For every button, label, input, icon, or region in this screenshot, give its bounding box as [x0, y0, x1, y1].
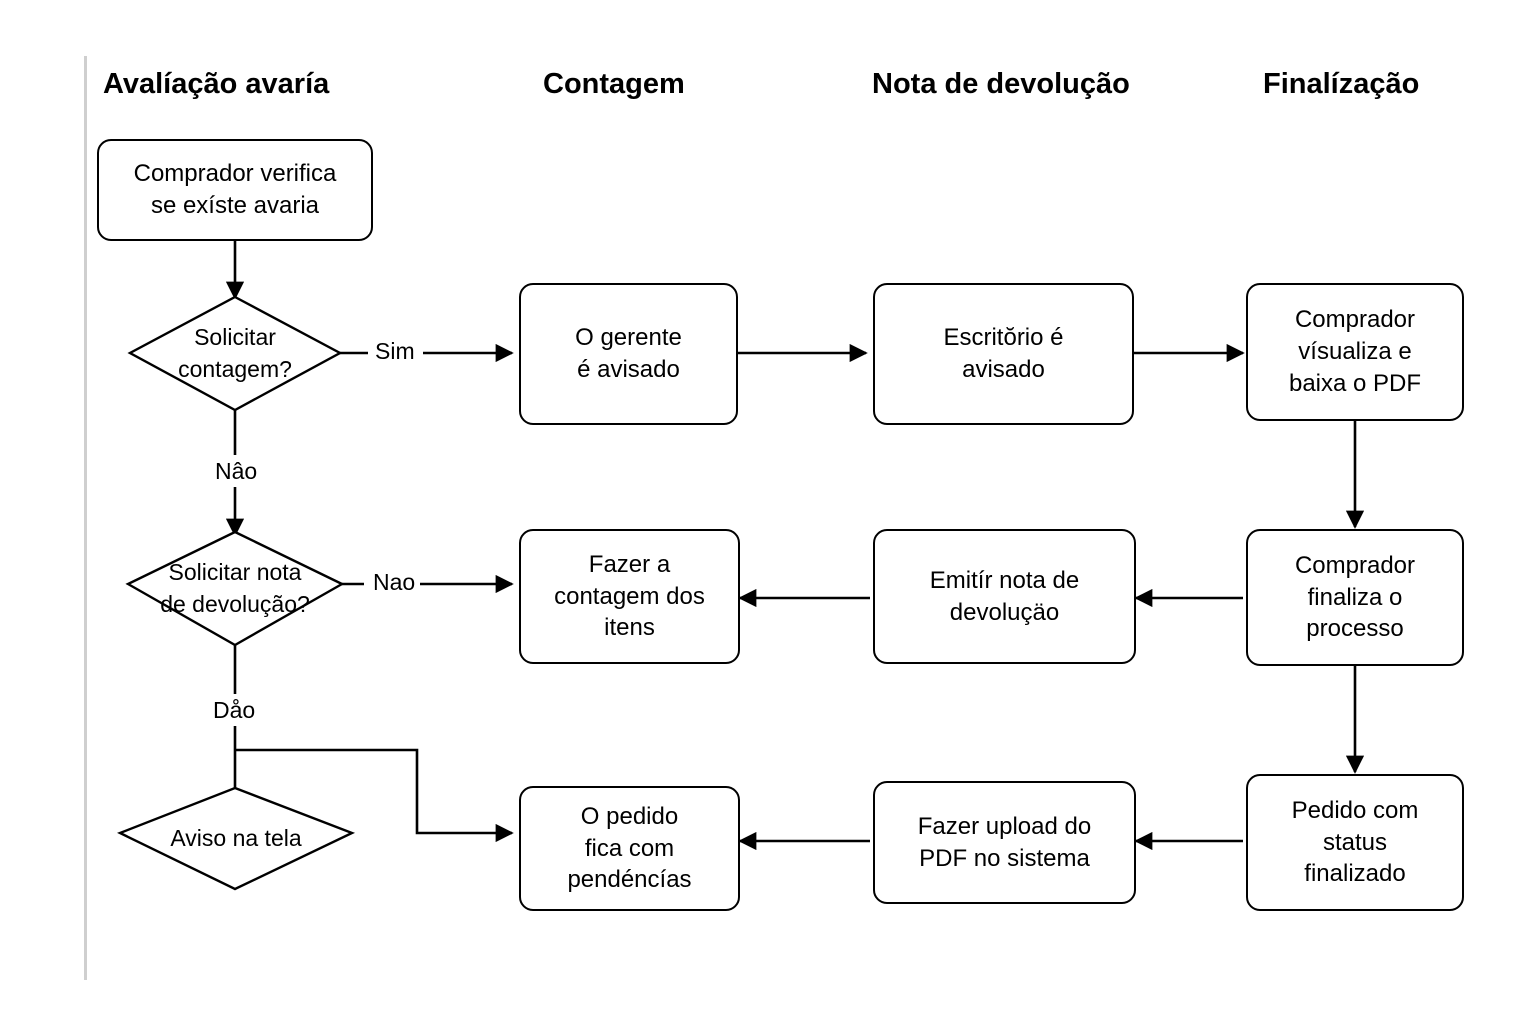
- node-comprador-finaliza[interactable]: Comprador finaliza o processo: [1246, 529, 1464, 666]
- node-comprador-visualiza-label: Comprador vísualiza e baixa o PDF: [1288, 306, 1422, 397]
- edge-label-nao-circunflexo: Nâo: [213, 458, 260, 485]
- decision-aviso-na-tela-shape: [117, 786, 356, 891]
- node-aviso-na-tela-label: Aviso na tela: [170, 824, 302, 851]
- node-solicitar-nota-label: Solicitar nota de devolução?: [160, 559, 310, 617]
- node-fazer-upload[interactable]: Fazer upload do PDF no sistema: [873, 781, 1136, 904]
- decision-solicitar-contagem-shape: [127, 295, 343, 412]
- node-pedido-finalizado-label: Pedido com status finalizado: [1291, 796, 1419, 888]
- lane-divider: [84, 56, 87, 980]
- lane-title-avaliacao: Avalíação avaría: [103, 68, 330, 100]
- node-pedido-pendencias-label: O pedido fica com pendéncías: [567, 802, 692, 894]
- lane-title-contagem: Contagem: [543, 68, 685, 100]
- decision-solicitar-nota-shape: [125, 530, 345, 647]
- node-solicitar-contagem-label: Solicitar contagem?: [178, 324, 292, 382]
- node-emitir-nota[interactable]: Emitír nota de devoluçäo: [873, 529, 1136, 664]
- node-pedido-pendencias[interactable]: O pedido fica com pendéncías: [519, 786, 740, 911]
- node-comprador-verifica[interactable]: Comprador verifica se exíste avaria: [97, 139, 373, 241]
- node-fazer-contagem-label: Fazer a contagem dos itens: [554, 550, 705, 642]
- edge-label-sim: Sim: [373, 338, 417, 365]
- node-fazer-contagem[interactable]: Fazer a contagem dos itens: [519, 529, 740, 664]
- node-comprador-verifica-label: Comprador verifica se exíste avaria: [133, 160, 337, 219]
- node-emitir-nota-label: Emitír nota de devoluçäo: [929, 566, 1080, 626]
- node-solicitar-nota[interactable]: Solicitar nota de devolução?: [128, 532, 342, 645]
- node-escritorio-avisado-label: Escritŏrio é avisado: [943, 324, 1064, 383]
- node-aviso-na-tela[interactable]: Aviso na tela: [120, 788, 352, 889]
- node-solicitar-contagem[interactable]: Solicitar contagem?: [130, 297, 340, 410]
- node-gerente-avisado-label: O gerente é avisado: [575, 324, 682, 383]
- edge-label-nao: Nao: [371, 569, 418, 596]
- node-escritorio-avisado[interactable]: Escritŏrio é avisado: [873, 283, 1134, 425]
- node-comprador-finaliza-label: Comprador finaliza o processo: [1294, 551, 1416, 643]
- node-fazer-upload-label: Fazer upload do PDF no sistema: [917, 812, 1092, 872]
- node-comprador-visualiza[interactable]: Comprador vísualiza e baixa o PDF: [1246, 283, 1464, 421]
- node-pedido-finalizado[interactable]: Pedido com status finalizado: [1246, 774, 1464, 911]
- lane-title-finalizacao: Finalízação: [1263, 68, 1420, 100]
- node-gerente-avisado[interactable]: O gerente é avisado: [519, 283, 738, 425]
- edge-label-dao: Dåo: [211, 697, 258, 724]
- lane-title-nota: Nota de devolução: [872, 68, 1130, 100]
